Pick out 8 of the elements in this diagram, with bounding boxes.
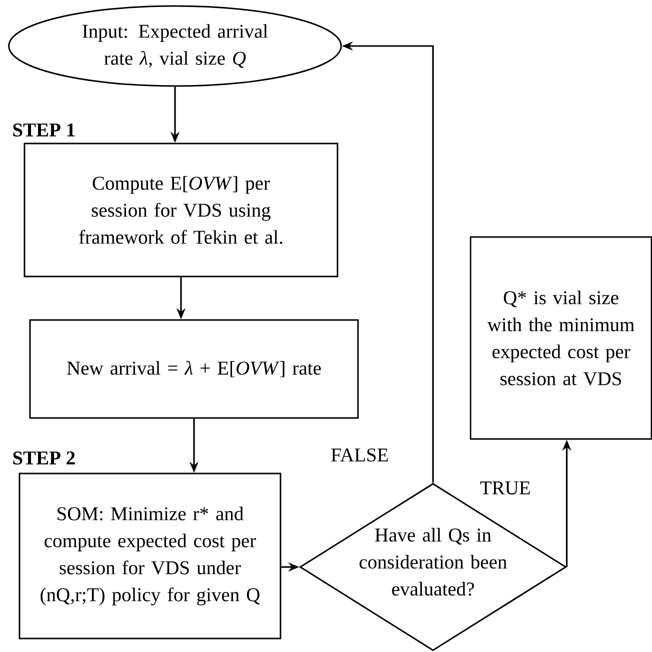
process-box: New arrival = λ + E[OVW] rate [29, 319, 359, 419]
edge-label: TRUE [480, 482, 530, 494]
edge-label: FALSE [331, 448, 388, 462]
step-heading: STEP 2 [13, 451, 75, 465]
process-box: SOM: Minimize r* and compute expected cost per session for VDS under (nQ,r;T) policy for given Q [18, 472, 282, 640]
process-box: Q* is vial size with the minimum expected cost per session at VDS [470, 236, 652, 440]
step-heading: STEP 1 [13, 123, 75, 137]
process-box: Compute E[OVW] per session for VDS using framework of Tekin et al. [24, 142, 338, 278]
